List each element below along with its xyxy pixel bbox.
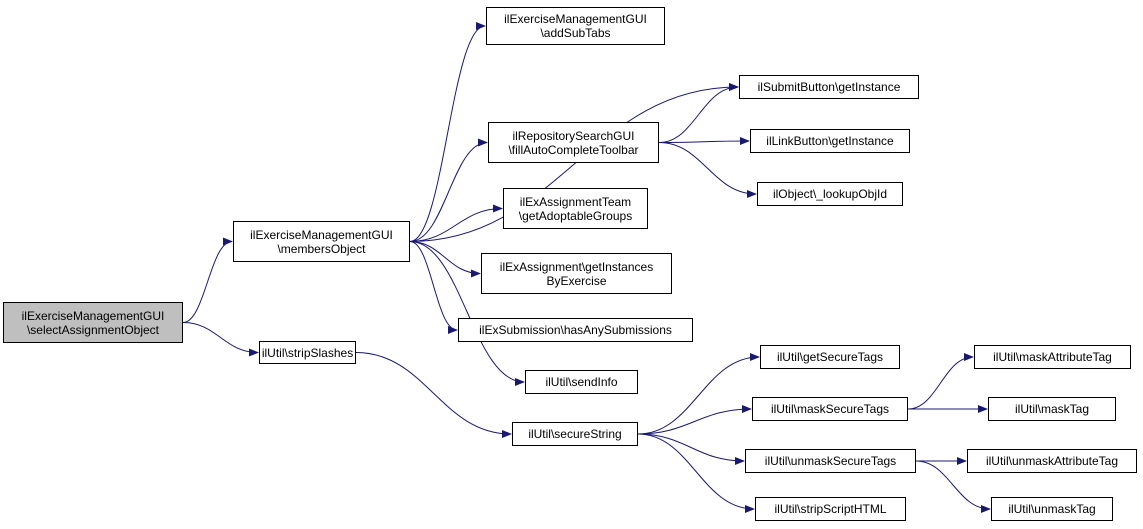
edge-root-to-membersObject [182,237,233,323]
node-getSecureTags[interactable]: ilUtil\getSecureTags [760,345,900,369]
node-repoSearch[interactable]: ilRepositorySearchGUI \fillAutoCompleteT… [488,122,659,163]
node-unmaskTag[interactable]: ilUtil\unmaskTag [991,497,1113,521]
node-addSubTabs[interactable]: ilExerciseManagementGUI \addSubTabs [486,7,665,45]
node-unmaskAttributeTag[interactable]: ilUtil\unmaskAttributeTag [967,449,1137,473]
edge-root-to-stripSlashes [182,322,259,357]
edge-secureString-to-stripScriptHTML [637,433,755,513]
node-stripScriptHTML[interactable]: ilUtil\stripScriptHTML [755,497,906,521]
edge-repoSearch-to-linkButton [658,137,750,146]
edge-membersObject-to-hasAnySubmissions [409,241,458,334]
edge-secureString-to-maskSecureTags [637,405,752,435]
edge-membersObject-to-addSubTabs [409,22,486,242]
node-unmaskSecureTags[interactable]: ilUtil\unmaskSecureTags [745,449,916,473]
edge-secureString-to-getSecureTags [637,353,760,435]
node-sendInfo[interactable]: ilUtil\sendInfo [525,370,638,394]
node-stripSlashes[interactable]: ilUtil\stripSlashes [259,341,356,364]
edge-membersObject-to-submitButton [409,83,739,242]
node-root: ilExerciseManagementGUI \selectAssignmen… [3,302,183,343]
edge-membersObject-to-adoptableGroups [409,204,503,242]
edge-repoSearch-to-lookupObjId [658,142,757,198]
edge-stripSlashes-to-secureString [355,352,512,438]
node-maskAttributeTag[interactable]: ilUtil\maskAttributeTag [974,345,1131,369]
edge-unmaskSecureTags-to-unmaskTag [915,460,991,513]
edge-maskSecureTags-to-maskAttributeTag [907,353,974,410]
edge-repoSearch-to-submitButton [658,83,739,143]
node-hasAnySubmissions[interactable]: ilExSubmission\hasAnySubmissions [458,318,693,342]
node-maskSecureTags[interactable]: ilUtil\maskSecureTags [752,397,908,421]
node-lookupObjId[interactable]: ilObject\_lookupObjId [757,182,903,206]
edge-secureString-to-unmaskSecureTags [637,433,745,465]
edge-membersObject-to-sendInfo [409,241,525,386]
node-linkButton[interactable]: ilLinkButton\getInstance [750,129,910,153]
node-instancesByExercise[interactable]: ilExAssignment\getInstances ByExercise [481,253,672,294]
node-submitButton[interactable]: ilSubmitButton\getInstance [739,75,919,99]
node-secureString[interactable]: ilUtil\secureString [512,422,638,446]
node-membersObject[interactable]: ilExerciseManagementGUI \membersObject [233,221,410,262]
node-adoptableGroups[interactable]: ilExAssignmentTeam \getAdoptableGroups [503,188,648,229]
edge-membersObject-to-instancesByExercise [409,241,481,278]
edge-membersObject-to-repoSearch [409,138,488,242]
node-maskTag[interactable]: ilUtil\maskTag [988,397,1116,421]
